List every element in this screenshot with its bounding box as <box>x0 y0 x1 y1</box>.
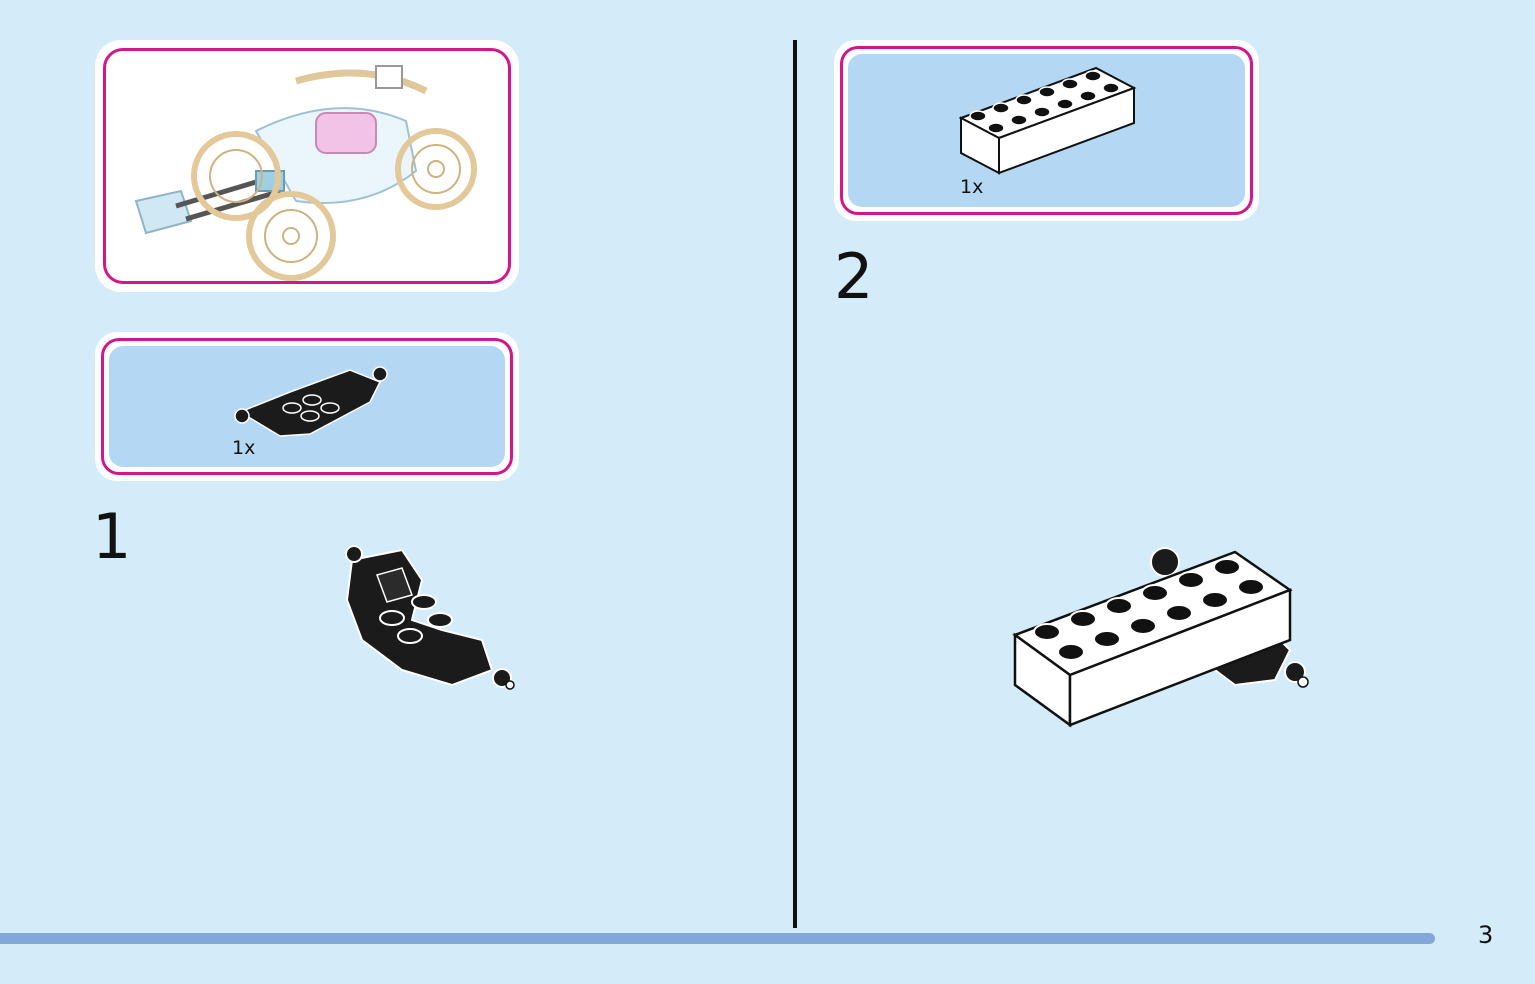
step-number: 2 <box>834 240 874 313</box>
parts-callout-step-1: 1x <box>95 332 519 481</box>
page-number: 3 <box>1478 921 1494 949</box>
model-preview-panel <box>95 40 519 292</box>
white-brick-on-axle-icon <box>1012 547 1309 728</box>
black-axle-plate-icon <box>234 366 388 437</box>
part-quantity: 1x <box>960 176 984 198</box>
white-brick-2x6-icon <box>958 66 1137 175</box>
step-1-assembly-icon <box>345 545 515 690</box>
carriage-model-icon <box>134 65 477 281</box>
part-quantity: 1x <box>232 437 256 459</box>
footer-progress-bar <box>0 933 1435 944</box>
step-number: 1 <box>92 500 132 573</box>
parts-callout-step-2: 1x <box>834 40 1259 221</box>
parts-callout-frame <box>101 338 513 475</box>
model-preview-frame <box>103 48 511 284</box>
page-divider <box>793 40 797 928</box>
